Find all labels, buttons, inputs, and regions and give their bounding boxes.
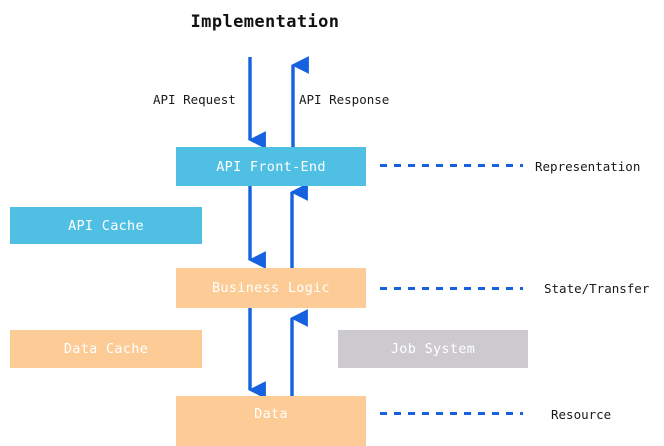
box-data-label: Data	[254, 406, 288, 422]
box-job-system-label: Job System	[390, 341, 476, 357]
side-label-state-transfer: State/Transfer	[544, 281, 650, 296]
dashed-connector-state-transfer	[380, 287, 523, 290]
box-api-front-end-label: API Front-End	[216, 158, 326, 175]
box-data-cache-label: Data Cache	[63, 341, 149, 357]
box-business-logic[interactable]: Business Logic	[176, 268, 366, 308]
box-data[interactable]: Data	[176, 396, 366, 446]
side-label-resource: Resource	[551, 407, 612, 422]
dashed-connector-resource	[380, 412, 523, 415]
side-label-representation: Representation	[535, 159, 641, 174]
box-api-front-end[interactable]: API Front-End	[176, 147, 366, 186]
box-job-system[interactable]: Job System	[338, 330, 528, 368]
box-api-cache[interactable]: API Cache	[10, 207, 202, 244]
arrow-label-api-request: API Request	[153, 92, 236, 107]
box-api-cache-label: API Cache	[68, 217, 144, 234]
page-title: Implementation	[190, 12, 340, 32]
box-business-logic-label: Business Logic	[212, 280, 330, 296]
arrow-label-api-response: API Response	[299, 92, 390, 107]
dashed-connector-representation	[380, 164, 523, 167]
box-data-cache[interactable]: Data Cache	[10, 330, 202, 368]
